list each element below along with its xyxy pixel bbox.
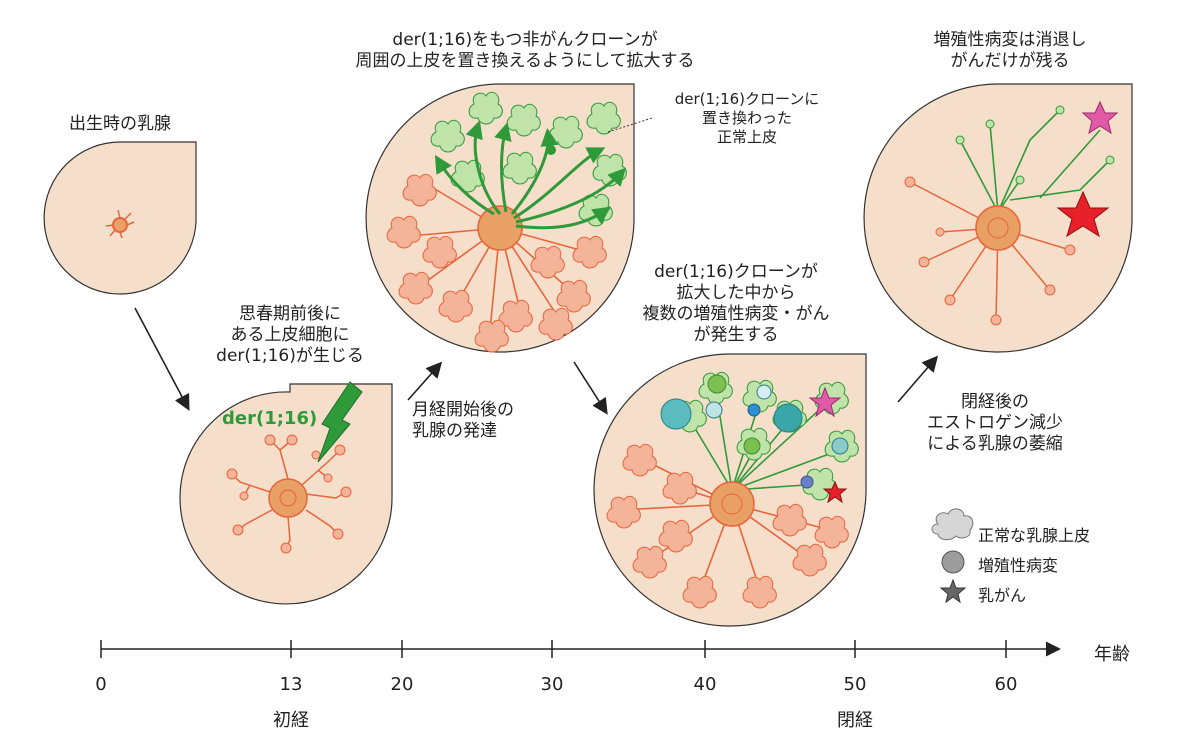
breast-expansion — [365, 83, 653, 353]
label-menarche-arrow: 月経開始後の 乳腺の発達 — [412, 400, 514, 441]
circle-icon — [941, 550, 965, 574]
arrow-icon — [407, 361, 443, 401]
breast-lesions — [593, 353, 867, 627]
label-puberty: 思春期前後に ある上皮細胞に der(1;16)が生じる — [216, 304, 364, 366]
tick-label: 60 — [994, 674, 1018, 695]
legend-proliferative-label: 増殖性病変 — [978, 556, 1059, 575]
label-birth: 出生時の乳腺 — [69, 114, 171, 134]
der-label: der(1;16) — [222, 408, 318, 429]
legend-normal-label: 正常な乳腺上皮 — [978, 526, 1091, 545]
tick-label: 0 — [95, 674, 107, 695]
tick-label: 13 — [279, 674, 303, 695]
star-icon — [822, 480, 848, 504]
arrow-icon — [573, 361, 608, 415]
lightning-icon — [317, 381, 363, 463]
menopause-label: 閉経 — [837, 710, 873, 731]
star-icon — [808, 386, 842, 418]
cloud-icon — [931, 508, 974, 541]
menarche-label: 初経 — [273, 710, 309, 731]
tick-label: 50 — [843, 674, 867, 695]
timeline-axis — [100, 640, 1061, 658]
label-replaced: der(1;16)クローンに 置き換わった 正常上皮 — [674, 90, 820, 146]
star-icon — [939, 578, 967, 604]
breast-regression — [863, 83, 1133, 353]
label-lesions: der(1;16)クローンが 拡大した中から 複数の増殖性病変・がん が発生する — [642, 262, 830, 345]
tick-label: 30 — [540, 674, 564, 695]
tick-label: 20 — [390, 674, 414, 695]
label-regression: 増殖性病変は消退し がんだけが残る — [933, 30, 1087, 71]
tick-label: 40 — [693, 674, 717, 695]
label-menopause-arrow: 閉経後の エストロゲン減少 による乳腺の萎縮 — [927, 392, 1063, 454]
legend-cancer-label: 乳がん — [978, 586, 1027, 605]
breast-birth — [43, 141, 197, 295]
arrow-icon — [134, 307, 190, 411]
label-expansion: der(1;16)をもつ非がんクローンが 周囲の上皮を置き換えるようにして拡大す… — [355, 30, 695, 71]
arrow-icon — [897, 355, 939, 403]
breast-puberty — [179, 381, 393, 605]
star-icon — [1081, 100, 1119, 135]
axis-unit-label: 年齢 — [1094, 644, 1130, 665]
star-icon — [1056, 190, 1110, 238]
legend — [931, 508, 974, 604]
